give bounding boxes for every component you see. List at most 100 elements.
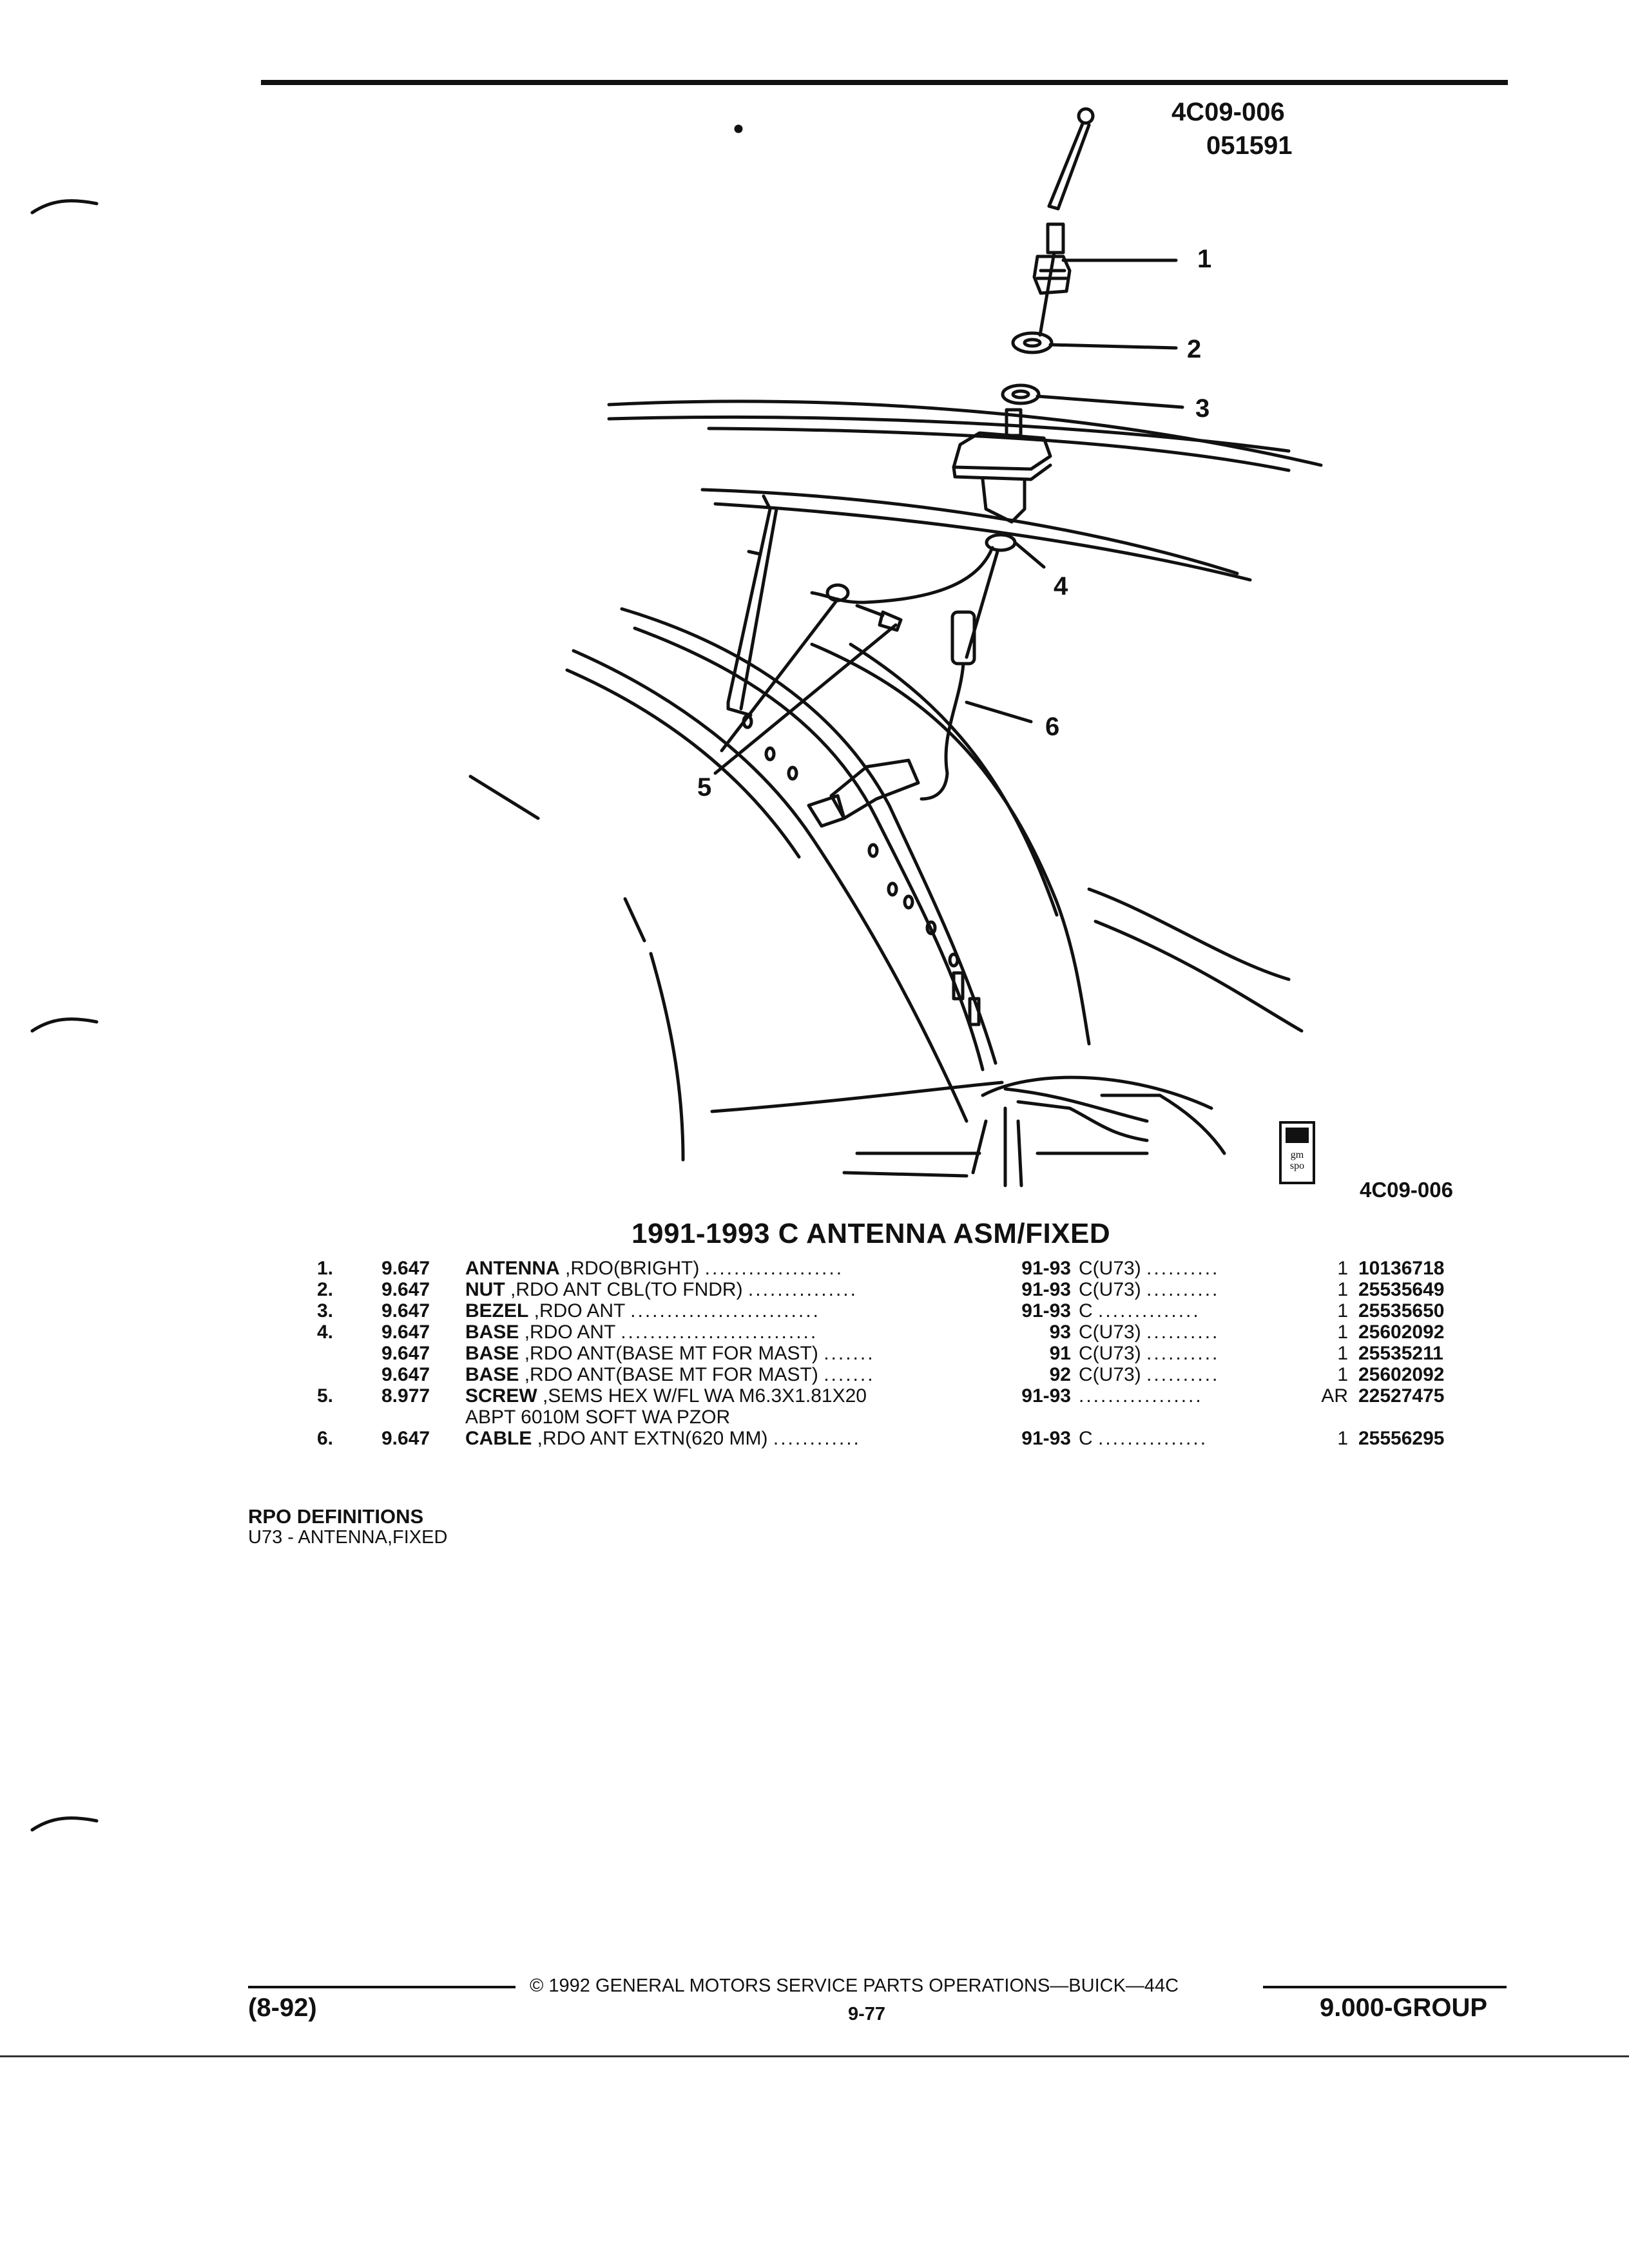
footer-rule-right	[1263, 1986, 1507, 1988]
item-number: 4.	[317, 1321, 334, 1343]
part-number	[1358, 1407, 1518, 1428]
part-name: ANTENNA	[465, 1258, 560, 1279]
gm-spo-logo: gm spo	[1279, 1121, 1315, 1184]
part-name: BASE	[465, 1343, 519, 1364]
group-number	[381, 1407, 465, 1428]
part-description: BASE ,RDO ANT ..........................…	[465, 1321, 994, 1343]
leader-dots: .................	[1079, 1385, 1203, 1407]
leader-dots: ...........................	[621, 1321, 818, 1343]
usage-code-text: C(U73)	[1079, 1343, 1141, 1364]
leader-dots: .......	[824, 1343, 875, 1364]
antenna-nut	[1032, 255, 1072, 295]
washer-ring	[1001, 383, 1041, 405]
part-description: NUT ,RDO ANT CBL(TO FNDR) ..............…	[465, 1279, 994, 1300]
leader-dots: ..........	[1146, 1343, 1220, 1364]
model-years	[994, 1407, 1079, 1428]
usage-code	[1079, 1407, 1311, 1428]
usage-code-text: C	[1079, 1428, 1093, 1449]
usage-code: C ...............	[1079, 1428, 1311, 1449]
footer-copyright: © 1992 GENERAL MOTORS SERVICE PARTS OPER…	[530, 1975, 1179, 1996]
callout-5: 5	[697, 773, 712, 802]
part-description: CABLE ,RDO ANT EXTN(620 MM) ............	[465, 1428, 994, 1449]
section-title: 1991-1993 C ANTENNA ASM/FIXED	[631, 1218, 1111, 1249]
margin-marks	[30, 199, 99, 1832]
illustration-date: 051591	[1206, 131, 1293, 160]
leader-dots: ............	[773, 1428, 861, 1449]
quantity: 1	[1337, 1321, 1348, 1343]
part-description: ANTENNA ,RDO(BRIGHT) ...................	[465, 1258, 994, 1279]
group-number: 9.647	[381, 1258, 430, 1279]
item-number	[317, 1364, 381, 1385]
group-number: 9.647	[381, 1321, 430, 1343]
part-detail: ,RDO(BRIGHT)	[559, 1258, 700, 1279]
part-detail: ,RDO ANT EXTN(620 MM)	[532, 1428, 768, 1449]
part-description: BASE ,RDO ANT(BASE MT FOR MAST) .......	[465, 1343, 994, 1364]
screw-and-grommet	[825, 583, 903, 632]
part-number: 25535211	[1358, 1343, 1443, 1364]
part-detail: ,RDO ANT(BASE MT FOR MAST)	[519, 1343, 818, 1364]
item-number: 6.	[317, 1428, 334, 1449]
part-number: 25602092	[1358, 1364, 1445, 1385]
part-number: 25535649	[1358, 1279, 1445, 1300]
model-years: 91-93	[1021, 1279, 1071, 1300]
usage-code-text: C(U73)	[1079, 1364, 1141, 1385]
callout-1: 1	[1197, 245, 1212, 273]
part-detail: ,RDO ANT CBL(TO FNDR)	[505, 1279, 743, 1300]
leader-dots: ...................	[704, 1258, 844, 1279]
part-number: 25556295	[1358, 1428, 1445, 1449]
parts-list-table: 1. 9.647 ANTENNA ,RDO(BRIGHT) ............…	[317, 1258, 1518, 1449]
callout-3: 3	[1195, 394, 1210, 423]
item-number: 5.	[317, 1385, 334, 1407]
part-description: SCREW ,SEMS HEX W/FL WA M6.3X1.81X20	[465, 1385, 994, 1407]
part-name: NUT	[465, 1279, 505, 1300]
quantity: 1	[1337, 1343, 1348, 1364]
group-number: 9.647	[381, 1300, 430, 1321]
leader-dots: ..........	[1146, 1321, 1220, 1343]
item-number: 2.	[317, 1279, 334, 1300]
parts-row: 1. 9.647 ANTENNA ,RDO(BRIGHT) ............…	[317, 1258, 1518, 1279]
item-number	[317, 1407, 381, 1428]
leader-dots: ...............	[747, 1279, 858, 1300]
part-detail: ,RDO ANT	[528, 1300, 625, 1321]
antenna-exploded-diagram	[468, 107, 1323, 1187]
usage-code-text: C(U73)	[1079, 1279, 1141, 1300]
part-name: SCREW	[465, 1385, 537, 1407]
usage-code: C ..............	[1079, 1300, 1311, 1321]
bezel-ring	[1011, 331, 1054, 354]
part-name: BASE	[465, 1321, 519, 1343]
usage-code: C(U73) ..........	[1079, 1343, 1311, 1364]
quantity: 1	[1337, 1300, 1348, 1321]
part-description: BASE ,RDO ANT(BASE MT FOR MAST) .......	[465, 1364, 994, 1385]
model-years: 93	[1049, 1321, 1071, 1343]
model-years: 91-93	[1021, 1300, 1071, 1321]
usage-code-text: C	[1079, 1300, 1093, 1321]
parts-row: 9.647 BASE ,RDO ANT(BASE MT FOR MAST) ...…	[317, 1364, 1518, 1385]
part-detail: ,SEMS HEX W/FL WA M6.3X1.81X20	[537, 1385, 867, 1407]
group-number: 9.647	[381, 1343, 430, 1364]
quantity: 1	[1337, 1279, 1348, 1300]
callout-6: 6	[1045, 713, 1060, 741]
part-number: 10136718	[1358, 1258, 1445, 1279]
item-number: 3.	[317, 1300, 334, 1321]
group-number: 9.647	[381, 1364, 430, 1385]
part-name: BEZEL	[465, 1300, 529, 1321]
parts-row: 6. 9.647 CABLE ,RDO ANT EXTN(620 MM) .....…	[317, 1428, 1518, 1449]
page-edge-rule	[0, 2055, 1629, 2057]
model-years: 91-93	[1021, 1258, 1071, 1279]
part-number: 25535650	[1358, 1300, 1445, 1321]
part-description: BEZEL ,RDO ANT .........................…	[465, 1300, 994, 1321]
group-number: 9.647	[381, 1428, 430, 1449]
parts-row: 3. 9.647 BEZEL ,RDO ANT ..................…	[317, 1300, 1518, 1321]
callout-4: 4	[1054, 572, 1068, 601]
part-number: 22527475	[1358, 1385, 1445, 1407]
quantity: 1	[1337, 1364, 1348, 1385]
item-number: 1.	[317, 1258, 334, 1279]
model-years: 91-93	[1021, 1428, 1071, 1449]
leader-dots: ..........................	[630, 1300, 820, 1321]
quantity	[1311, 1407, 1358, 1428]
leader-dots: .......	[824, 1364, 875, 1385]
parts-row: 9.647 BASE ,RDO ANT(BASE MT FOR MAST) ...…	[317, 1343, 1518, 1364]
usage-code-text: C(U73)	[1079, 1321, 1141, 1343]
quantity: AR	[1321, 1385, 1348, 1407]
